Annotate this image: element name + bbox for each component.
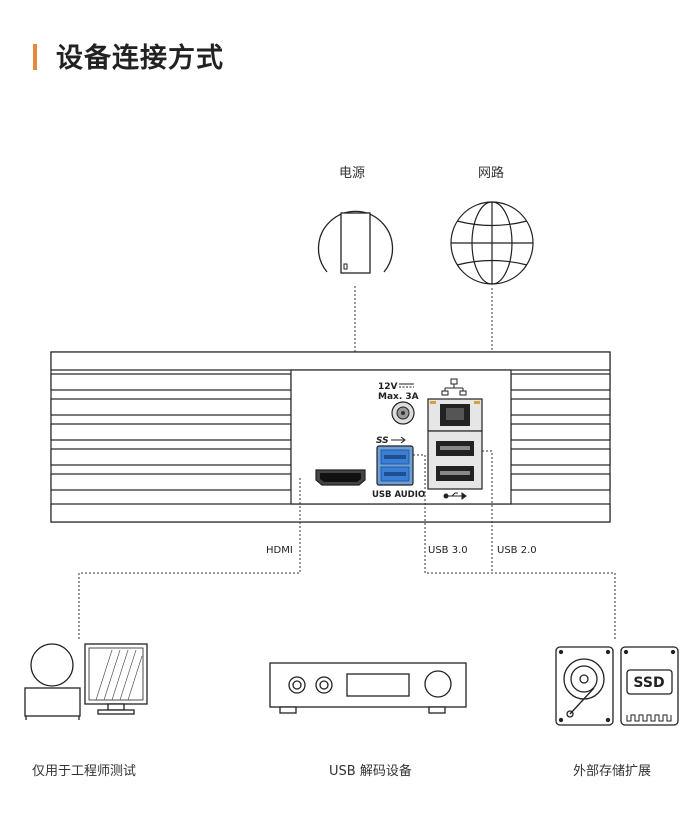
usb2-label: USB 2.0	[497, 545, 537, 556]
ssd-icon	[620, 646, 679, 726]
ssd-text: SSD	[633, 675, 664, 691]
power-spec-voltage: 12V	[378, 382, 398, 392]
chassis-fins-left	[50, 373, 292, 491]
title-accent-bar	[33, 44, 37, 70]
hdmi-port[interactable]	[315, 469, 366, 486]
superspeed-logo-icon: SS	[376, 436, 389, 446]
usb-trident-icon	[443, 492, 467, 500]
usb-dac-icon	[269, 662, 467, 714]
dc-jack-port[interactable]	[391, 401, 415, 425]
usb-audio-label: USB AUDIO	[372, 490, 425, 500]
monitor-label: 仅用于工程师测试	[32, 764, 137, 779]
usb2-ports[interactable]	[427, 430, 483, 490]
monitor-engineer-icon	[24, 643, 148, 720]
connector-lines-bottom	[78, 450, 616, 640]
dac-label: USB 解码设备	[329, 764, 412, 779]
chassis-fins-right	[510, 373, 611, 491]
network-port-icon	[441, 378, 467, 396]
globe-icon	[450, 201, 534, 285]
usb3-port[interactable]	[376, 445, 414, 486]
power-adapter-icon	[317, 210, 394, 274]
ethernet-port[interactable]	[427, 398, 483, 432]
hdmi-label: HDMI	[266, 545, 293, 556]
storage-label: 外部存储扩展	[573, 764, 652, 779]
network-label: 网路	[478, 166, 505, 181]
power-label: 电源	[339, 166, 366, 181]
power-spec-current: Max. 3A	[378, 392, 419, 402]
usb3-label: USB 3.0	[428, 545, 468, 556]
hdd-icon	[555, 646, 614, 726]
page-title: 设备连接方式	[56, 43, 224, 74]
